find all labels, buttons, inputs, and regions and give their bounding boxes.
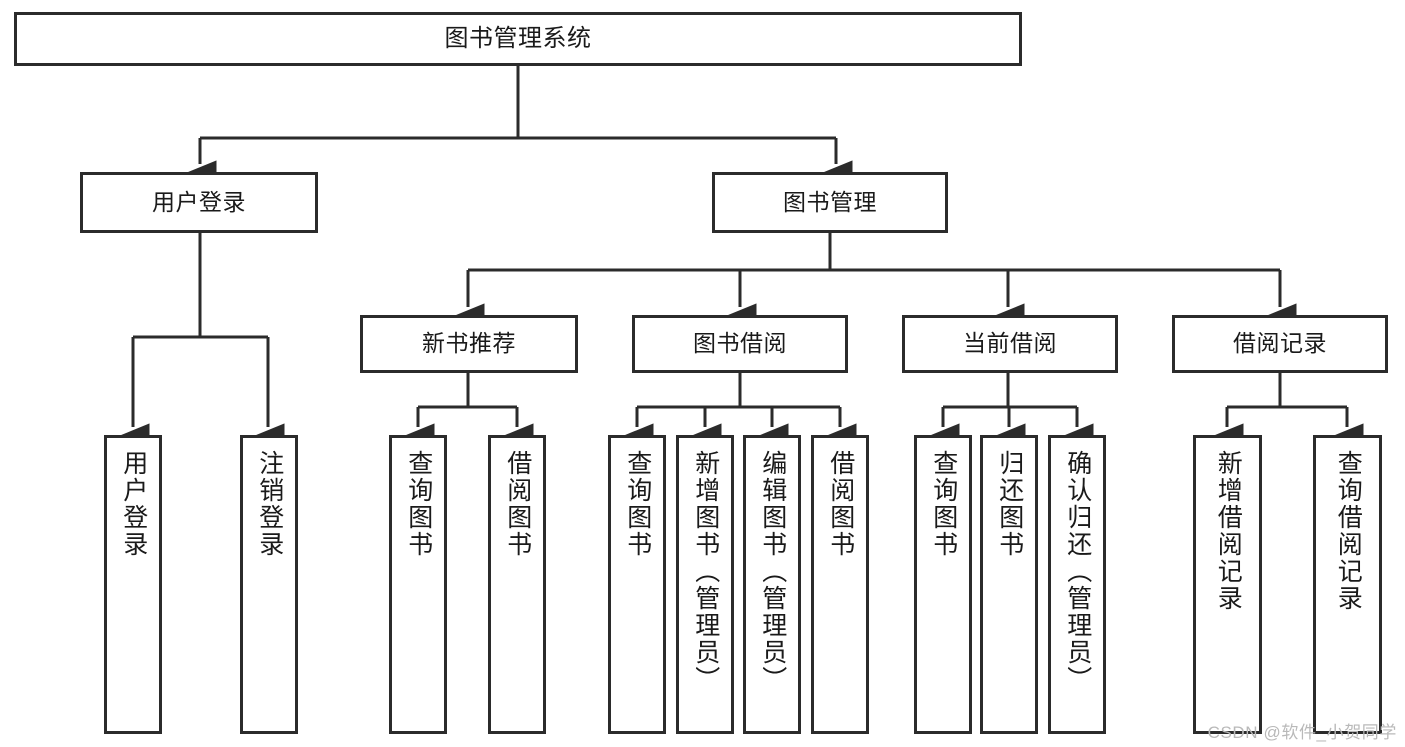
watermark-text: CSDN @软件_小贺同学: [1207, 723, 1397, 742]
node-user-login[interactable]: 用户登录: [80, 172, 318, 233]
node-label: 图书管理: [783, 188, 877, 215]
node-leaf-add-borrow-record[interactable]: 新增借阅记录: [1193, 435, 1262, 734]
node-leaf-user-logout[interactable]: 注销登录: [240, 435, 298, 734]
node-root-system[interactable]: 图书管理系统: [14, 12, 1022, 66]
node-leaf-query-borrow-record[interactable]: 查询借阅记录: [1313, 435, 1382, 734]
node-label: 用户登录: [152, 188, 246, 215]
node-label: 借阅图书: [826, 450, 855, 558]
node-label: 注销登录: [255, 450, 284, 558]
node-leaf-query-book-borrow[interactable]: 查询图书: [608, 435, 666, 734]
node-borrow-record[interactable]: 借阅记录: [1172, 315, 1388, 373]
node-leaf-confirm-return-admin[interactable]: 确认归还（管理员）: [1048, 435, 1106, 734]
node-label: 借阅记录: [1233, 330, 1327, 357]
node-label: 查询图书: [929, 450, 958, 558]
node-leaf-user-login[interactable]: 用户登录: [104, 435, 162, 734]
node-leaf-borrow-book-recommend[interactable]: 借阅图书: [488, 435, 546, 734]
node-label: 图书借阅: [693, 330, 787, 357]
node-leaf-borrow-book[interactable]: 借阅图书: [811, 435, 869, 734]
node-label: 当前借阅: [963, 330, 1057, 357]
node-label: 归还图书: [995, 450, 1024, 558]
node-leaf-add-book-admin[interactable]: 新增图书（管理员）: [676, 435, 734, 734]
node-label: 查询图书: [623, 450, 652, 558]
node-leaf-return-book[interactable]: 归还图书: [980, 435, 1038, 734]
node-label: 编辑图书（管理员）: [758, 450, 787, 693]
node-label: 查询借阅记录: [1334, 450, 1363, 612]
node-label: 查询图书: [404, 450, 433, 558]
node-book-borrow[interactable]: 图书借阅: [632, 315, 848, 373]
node-label: 新增借阅记录: [1214, 450, 1243, 612]
node-label: 新增图书（管理员）: [691, 450, 720, 693]
node-leaf-query-book-current[interactable]: 查询图书: [914, 435, 972, 734]
node-label: 借阅图书: [503, 450, 532, 558]
node-leaf-query-book-recommend[interactable]: 查询图书: [389, 435, 447, 734]
node-book-management[interactable]: 图书管理: [712, 172, 948, 233]
node-label: 确认归还（管理员）: [1063, 450, 1092, 693]
node-current-borrow[interactable]: 当前借阅: [902, 315, 1118, 373]
node-new-book-recommend[interactable]: 新书推荐: [360, 315, 578, 373]
node-label: 新书推荐: [422, 330, 516, 357]
node-leaf-edit-book-admin[interactable]: 编辑图书（管理员）: [743, 435, 801, 734]
node-label: 图书管理系统: [444, 24, 592, 52]
node-label: 用户登录: [119, 450, 148, 558]
